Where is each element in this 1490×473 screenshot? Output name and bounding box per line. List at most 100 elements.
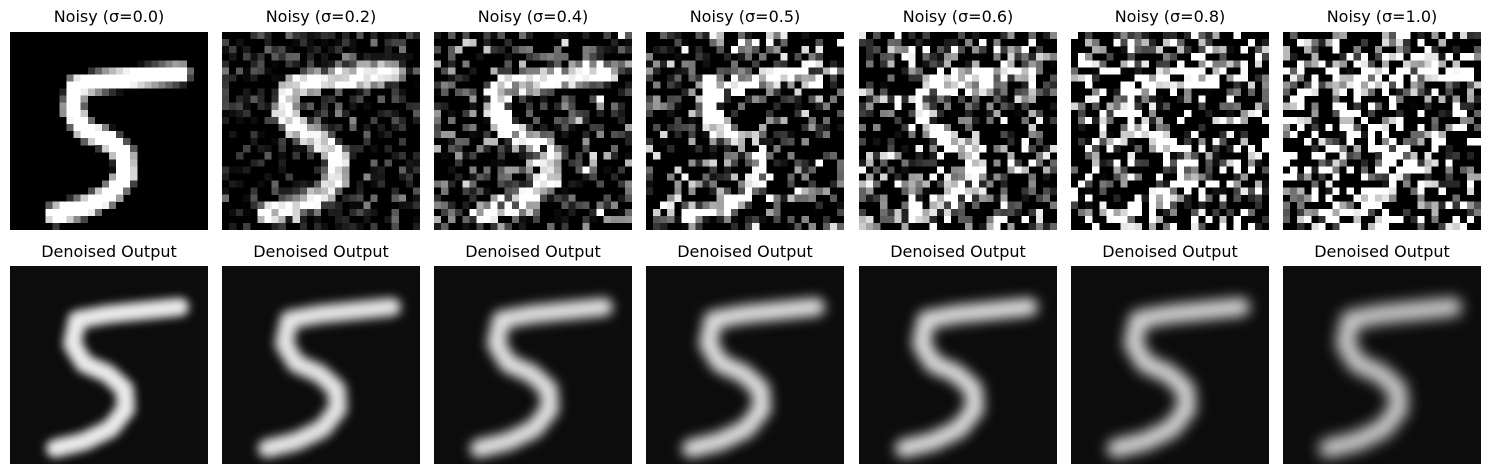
image-pixel (1113, 88, 1121, 96)
image-pixel (596, 74, 604, 82)
image-pixel (688, 215, 696, 224)
image-pixel (370, 166, 378, 174)
image-pixel (1049, 159, 1057, 167)
image-pixel (709, 166, 717, 174)
image-pixel (377, 67, 385, 75)
image-pixel (929, 74, 937, 82)
image-pixel (617, 208, 626, 216)
image-pixel (130, 81, 138, 89)
image-pixel (1311, 60, 1319, 68)
image-pixel (1261, 145, 1269, 153)
image-pixel (306, 116, 315, 125)
image-pixel (186, 67, 194, 75)
image-pixel (716, 39, 724, 47)
image-pixel (1452, 81, 1460, 89)
image-pixel (1170, 222, 1178, 230)
image-pixel (80, 131, 88, 139)
image-pixel (1247, 88, 1255, 96)
noisy-image (434, 32, 632, 230)
image-pixel (342, 32, 350, 40)
image-pixel (873, 180, 881, 188)
image-pixel (1162, 145, 1171, 153)
image-pixel (504, 173, 512, 181)
image-pixel (101, 81, 110, 89)
image-pixel (1233, 60, 1241, 68)
image-pixel (1148, 81, 1156, 89)
image-pixel (229, 102, 237, 110)
image-pixel (384, 81, 392, 89)
image-pixel (950, 131, 959, 139)
image-pixel (1297, 116, 1305, 125)
image-pixel (554, 67, 562, 75)
image-pixel (752, 81, 760, 89)
image-pixel (582, 53, 590, 61)
image-pixel (321, 60, 329, 68)
image-pixel (1148, 138, 1156, 146)
image-pixel (1205, 74, 1213, 82)
image-pixel (1127, 131, 1135, 139)
image-pixel (1297, 88, 1305, 96)
image-pixel (1219, 60, 1227, 68)
image-pixel (1459, 201, 1467, 209)
image-pixel (972, 88, 980, 96)
image-pixel (1226, 145, 1234, 153)
image-pixel (894, 95, 902, 103)
image-pixel (1424, 131, 1432, 139)
image-pixel (1261, 46, 1269, 54)
image-pixel (617, 166, 626, 174)
image-pixel (1113, 39, 1121, 47)
image-pixel (264, 67, 272, 75)
image-pixel (278, 166, 286, 174)
image-pixel (1233, 159, 1241, 167)
image-pixel (929, 81, 937, 89)
image-pixel (589, 123, 597, 132)
image-pixel (497, 116, 505, 125)
image-pixel (873, 32, 881, 40)
image-pixel (1212, 81, 1220, 89)
image-pixel (737, 39, 746, 47)
image-pixel (908, 180, 916, 188)
image-pixel (1148, 208, 1156, 216)
image-pixel (979, 145, 987, 153)
image-pixel (278, 88, 286, 96)
image-pixel (504, 116, 512, 125)
image-pixel (313, 74, 322, 82)
image-pixel (646, 138, 654, 146)
image-pixel (391, 32, 399, 40)
image-pixel (1304, 215, 1312, 224)
image-pixel (646, 173, 654, 181)
image-pixel (1431, 180, 1439, 188)
image-pixel (405, 173, 414, 181)
image-pixel (1382, 53, 1390, 61)
image-pixel (285, 46, 293, 54)
image-pixel (561, 187, 569, 195)
image-pixel (773, 131, 781, 139)
image-pixel (462, 222, 470, 230)
image-pixel (1261, 39, 1269, 47)
image-pixel (950, 201, 959, 209)
image-pixel (836, 159, 844, 167)
noisy-image-panel (646, 32, 844, 230)
image-pixel (321, 152, 329, 160)
image-pixel (908, 32, 916, 40)
image-pixel (624, 194, 632, 202)
image-pixel (405, 159, 414, 167)
image-pixel (624, 215, 632, 224)
image-pixel (702, 88, 710, 96)
image-pixel (1000, 60, 1008, 68)
image-pixel (518, 138, 527, 146)
image-pixel (745, 39, 753, 47)
image-pixel (915, 187, 923, 195)
image-pixel (547, 60, 555, 68)
image-pixel (306, 67, 315, 75)
image-pixel (1410, 187, 1418, 195)
image-pixel (667, 60, 675, 68)
image-pixel (469, 152, 477, 160)
image-pixel (1106, 102, 1114, 110)
image-pixel (306, 194, 315, 202)
image-pixel (356, 32, 364, 40)
image-pixel (1389, 95, 1397, 103)
image-pixel (965, 123, 973, 132)
image-pixel (667, 145, 675, 153)
image-pixel (356, 194, 364, 202)
